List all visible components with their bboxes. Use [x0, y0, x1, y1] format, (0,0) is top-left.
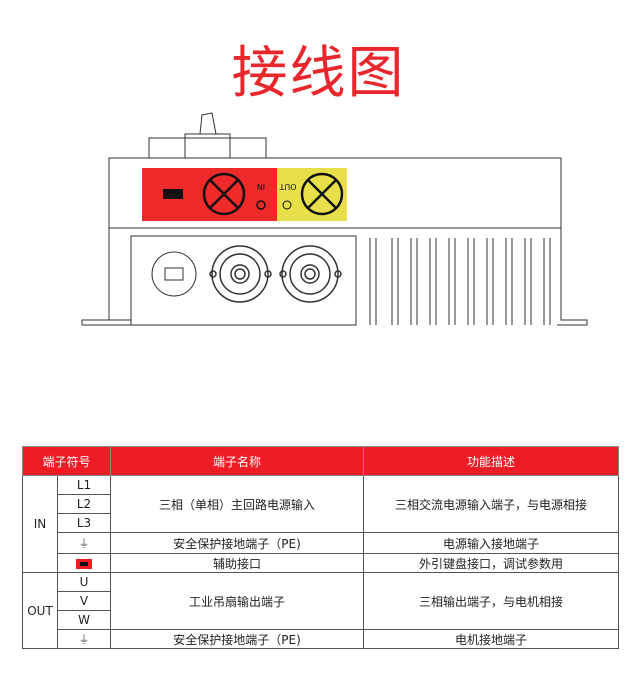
pe-out-desc: 电机接地端子 [363, 629, 620, 649]
table-header-row: 端子符号 端子名称 功能描述 [21, 446, 620, 476]
page-title: 接线图 [231, 41, 406, 106]
in-label-panel [142, 168, 277, 221]
terminal-l3: L3 [56, 513, 112, 533]
terminal-l2: L2 [56, 494, 112, 514]
out-screw-icon [282, 200, 292, 210]
input-gland-connector [209, 245, 272, 303]
main-input-name: 三相（单相）主回路电源输入 [110, 475, 365, 533]
group-in: IN [22, 475, 58, 573]
out-terminal-icon [300, 172, 344, 216]
heatsink-fins [369, 238, 551, 325]
ground-icon: ⏚ [56, 629, 112, 649]
header-terminal-name: 端子名称 [110, 446, 365, 476]
out-text: OUT [279, 182, 296, 191]
in-terminal-icon [202, 172, 246, 216]
aux-name: 辅助接口 [110, 553, 365, 573]
terminal-l1: L1 [56, 475, 112, 495]
device-drawing: IN OUT [81, 112, 588, 326]
rj45-port-icon [163, 189, 183, 199]
pe-in-desc: 电源输入接地端子 [363, 532, 620, 554]
pe-out-name: 安全保护接地端子（PE) [110, 629, 365, 649]
table-row: 辅助接口 外引键盘接口，调试参数用 [23, 553, 620, 573]
header-terminal-symbol: 端子符号 [21, 446, 112, 476]
main-input-desc: 三相交流电源输入端子，与电源相接 [363, 475, 620, 533]
output-name: 工业吊扇输出端子 [110, 572, 365, 630]
table-row: ⏚ 安全保护接地端子（PE) 电源输入接地端子 [23, 532, 620, 554]
aux-desc: 外引键盘接口，调试参数用 [363, 553, 620, 573]
upper-housing [108, 157, 562, 229]
table-row: OUT U 工业吊扇输出端子 三相输出端子，与电机相接 [22, 572, 620, 649]
terminal-w: W [56, 610, 112, 630]
header-function: 功能描述 [363, 446, 620, 476]
left-foot [81, 228, 132, 326]
in-text: IN [257, 182, 265, 191]
group-out: OUT [22, 572, 58, 649]
ground-screw-icon [256, 200, 266, 210]
aux-port-cell [56, 553, 112, 573]
table-row: IN L1 三相（单相）主回路电源输入 三相交流电源输入端子，与电源相接 [22, 475, 620, 573]
right-foot [557, 228, 588, 326]
rj45-socket [151, 251, 197, 297]
terminal-table: 端子符号 端子名称 功能描述 IN L1 三相（单相）主回路电源输入 三相交流电… [21, 446, 620, 649]
terminal-u: U [56, 572, 112, 592]
terminal-v: V [56, 591, 112, 611]
cable-gland [199, 112, 217, 135]
connector-plate [130, 235, 357, 326]
rj45-port-icon [76, 558, 92, 569]
output-gland-connector [279, 245, 342, 303]
table-row: ⏚ 安全保护接地端子（PE) 电机接地端子 [23, 629, 620, 649]
top-cap [148, 137, 267, 159]
output-desc: 三相输出端子，与电机相接 [363, 572, 620, 630]
ground-icon: ⏚ [56, 532, 112, 554]
pe-in-name: 安全保护接地端子（PE) [110, 532, 365, 554]
